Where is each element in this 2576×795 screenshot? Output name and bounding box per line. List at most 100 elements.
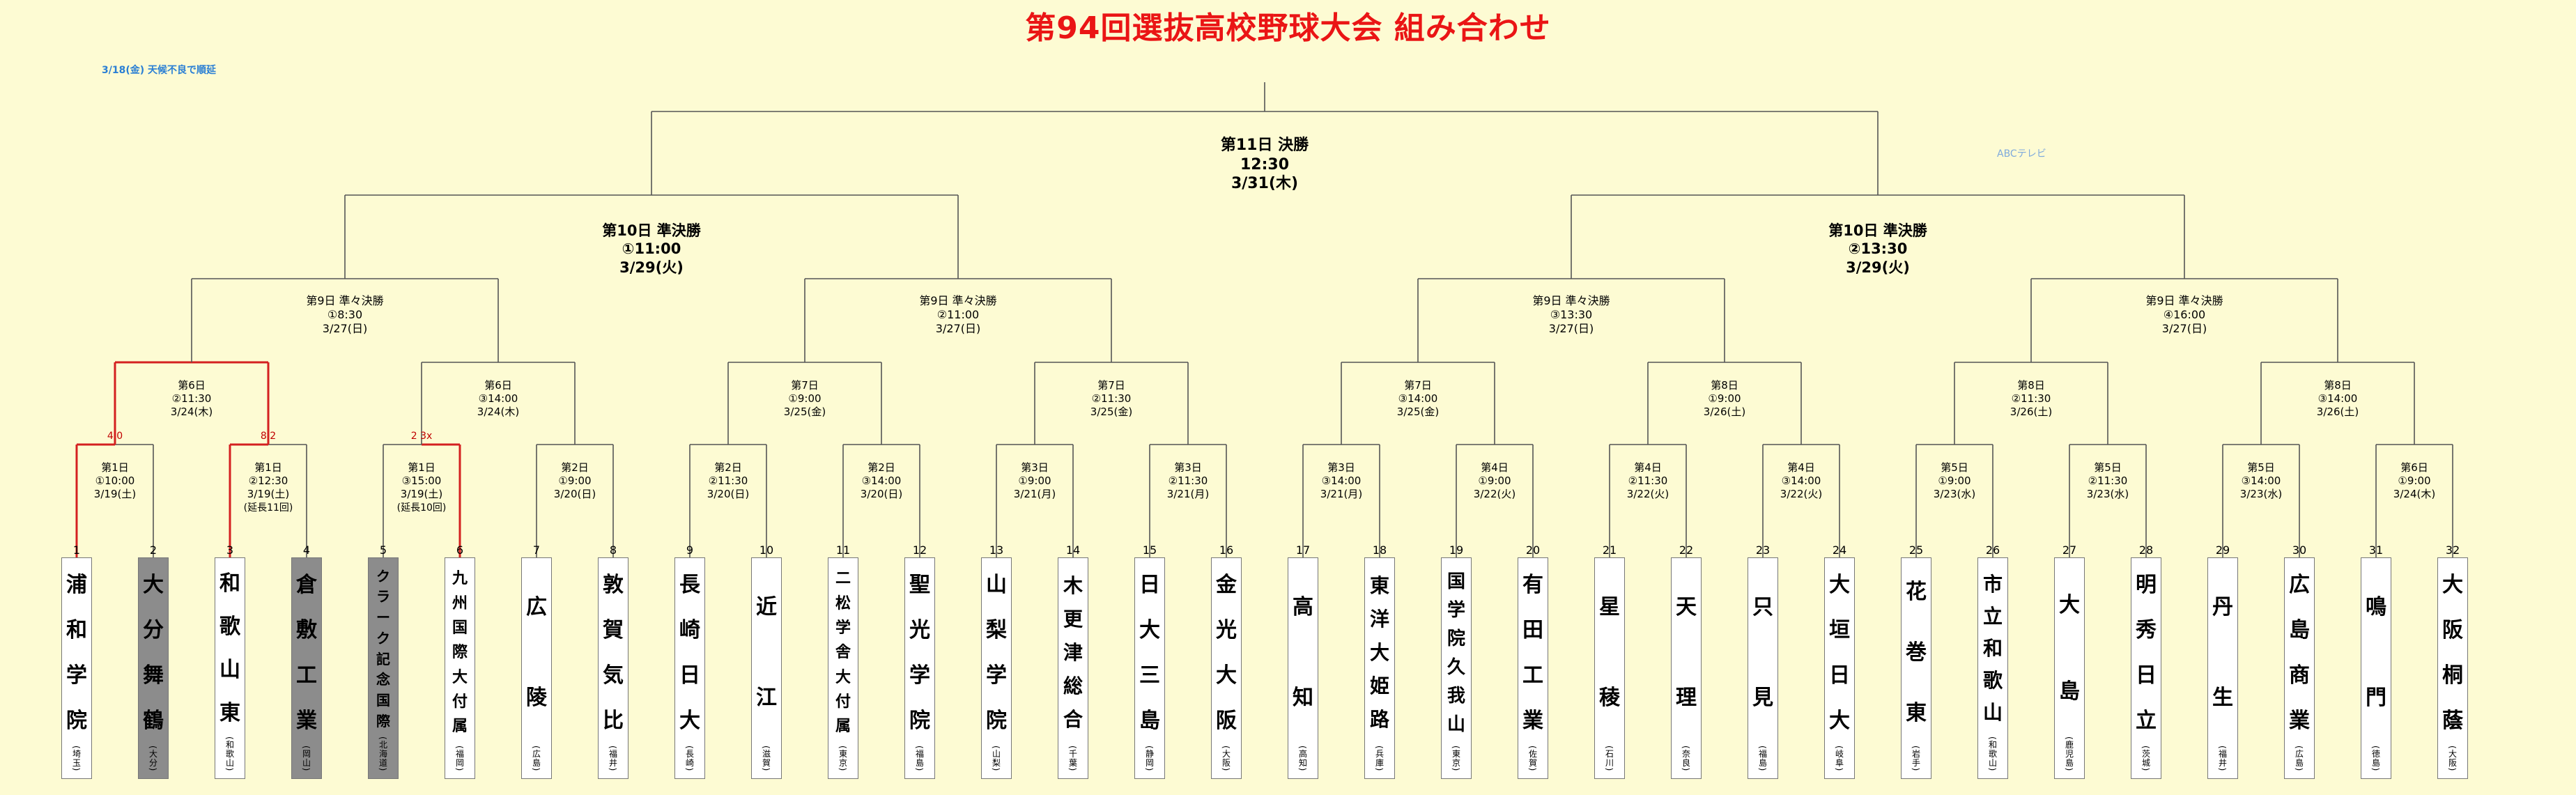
match-line2: 12:30	[1240, 155, 1290, 173]
match-line3: 3/20(日)	[707, 487, 750, 500]
team-prefecture: (東京)	[838, 745, 848, 771]
match-line2: ②11:00	[936, 308, 980, 321]
team-name: 山梨学院	[986, 572, 1007, 734]
team-name: 浦和学院	[66, 572, 87, 734]
team-prefecture: (和歌山)	[224, 736, 235, 771]
match-line3: 3/24(木)	[2393, 487, 2436, 500]
match-line1: 第3日	[1174, 461, 1202, 474]
team-prefecture: (東京)	[1451, 745, 1461, 771]
team-number: 27	[2062, 543, 2077, 557]
team-prefecture: (大分)	[148, 745, 158, 771]
match-line1: 第5日	[2247, 461, 2275, 474]
team-entry: 和歌山東(和歌山)	[215, 557, 245, 779]
team-name: 敦賀気比	[603, 572, 624, 734]
match-line1: 第4日	[1634, 461, 1662, 474]
match-line2: ③15:00	[401, 474, 442, 487]
match-line2: ③14:00	[2241, 474, 2281, 487]
team-entry: 敦賀気比(福井)	[598, 557, 628, 779]
match-line1: 第6日	[2400, 461, 2428, 474]
match-line2: ①9:00	[1478, 474, 1511, 487]
match-line2: ③14:00	[861, 474, 902, 487]
team-entry: 木更津総合(千葉)	[1058, 557, 1088, 779]
team-entry: 天理(奈良)	[1671, 557, 1702, 779]
match-line2: ①11:00	[622, 240, 681, 258]
team-number: 6	[456, 543, 464, 557]
match-line2: ③13:30	[1550, 308, 1593, 321]
match-line1: 第9日 準々決勝	[306, 294, 384, 307]
match-line3: 3/21(月)	[1320, 487, 1363, 500]
team-number: 15	[1142, 543, 1157, 557]
team-entry: 大分舞鶴(大分)	[138, 557, 169, 779]
match-line1: 第5日	[2094, 461, 2122, 474]
team-entry: 日大三島(静岡)	[1134, 557, 1165, 779]
match-line3: 3/27(日)	[935, 322, 981, 335]
match-line3: 3/22(火)	[1780, 487, 1823, 500]
match-line2: ②11:30	[1168, 474, 1208, 487]
match-line2: ②11:30	[171, 392, 212, 405]
team-prefecture: (奈良)	[1681, 745, 1691, 771]
match-line2: ③14:00	[2317, 392, 2358, 405]
match-line1: 第1日	[254, 461, 282, 474]
match-line2: ①9:00	[788, 392, 822, 405]
team-name: 丹生	[2212, 595, 2233, 711]
team-prefecture: (岐阜)	[1834, 745, 1844, 771]
match-line2: ②11:30	[1628, 474, 1668, 487]
team-number: 32	[2445, 543, 2460, 557]
match-line3: 3/19(土)	[93, 487, 137, 500]
team-entry: 明秀日立(茨城)	[2131, 557, 2161, 779]
match-line1: 第9日 準々決勝	[1532, 294, 1610, 307]
match-line2: ③14:00	[478, 392, 518, 405]
match-score: 2 3x	[410, 431, 433, 442]
team-entry: 聖光学院(福島)	[904, 557, 935, 779]
team-prefecture: (福島)	[1757, 745, 1768, 771]
match-extra-innings: (延長11回)	[243, 502, 293, 514]
team-number: 2	[149, 543, 157, 557]
team-entry: 九州国際大付属(福岡)	[445, 557, 475, 779]
match-line1: 第9日 準々決勝	[2145, 294, 2223, 307]
team-name: 有田工業	[1522, 572, 1543, 734]
team-number: 9	[686, 543, 694, 557]
team-entry: 丹生(福井)	[2207, 557, 2238, 779]
match-line2: ③14:00	[1781, 474, 1821, 487]
match-line2: ②11:30	[708, 474, 748, 487]
team-number: 20	[1525, 543, 1541, 557]
team-name: 大阪桐蔭	[2442, 572, 2463, 734]
match-line1: 第8日	[1711, 379, 1738, 392]
match-line3: 3/23(水)	[2086, 487, 2129, 500]
team-number: 5	[379, 543, 387, 557]
match-line3: 3/19(土)	[400, 487, 443, 500]
team-entry: 広島商業(広島)	[2284, 557, 2315, 779]
team-entry: 山梨学院(山梨)	[981, 557, 1012, 779]
team-name: 高知	[1293, 595, 1313, 711]
team-prefecture: (長崎)	[684, 745, 695, 771]
match-line2: ②12:30	[248, 474, 288, 487]
match-line3: 3/20(日)	[860, 487, 903, 500]
match-line3: 3/29(火)	[619, 258, 684, 276]
team-entry: 長崎日大(長崎)	[674, 557, 705, 779]
match-line1: 第9日 準々決勝	[919, 294, 997, 307]
match-line1: 第6日	[484, 379, 512, 392]
team-prefecture: (福島)	[914, 745, 925, 771]
team-number: 21	[1602, 543, 1617, 557]
team-entry: 星稜(石川)	[1594, 557, 1625, 779]
match-line3: 3/27(日)	[1548, 322, 1594, 335]
team-entry: 広陵(広島)	[521, 557, 552, 779]
team-name: 明秀日立	[2136, 572, 2157, 734]
team-name: 大垣日大	[1829, 572, 1850, 734]
match-line3: 3/24(木)	[170, 405, 213, 418]
match-line3: 3/21(月)	[1166, 487, 1210, 500]
match-line1: 第8日	[2324, 379, 2352, 392]
team-name: 近江	[756, 595, 777, 711]
match-line2: ②11:30	[2011, 392, 2051, 405]
team-prefecture: (静岡)	[1144, 745, 1155, 771]
